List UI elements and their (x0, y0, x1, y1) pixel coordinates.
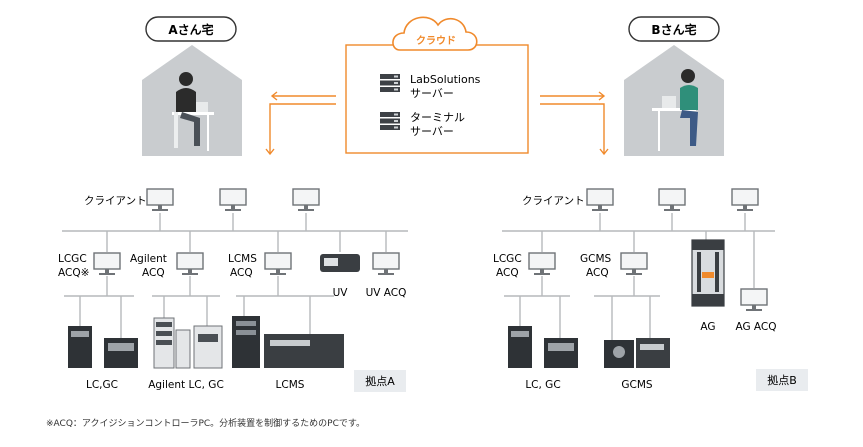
uv-label: UV (333, 287, 349, 299)
site-b-network (502, 213, 775, 340)
ag-label: AG (700, 321, 715, 333)
connection-arrows (265, 91, 609, 156)
site-b-acq-1-line2: ACQ (496, 267, 519, 279)
site-a-acq-3-line2: ACQ (230, 267, 253, 279)
person-b-icon (652, 69, 698, 151)
site-a-acq-1-monitor (93, 252, 121, 276)
site-b-instrument-label-2: GCMS (621, 379, 653, 391)
cloud-icon (392, 16, 478, 51)
cloud-label: クラウド (416, 35, 456, 47)
uv-acq-label: UV ACQ (366, 287, 407, 299)
site-b-badge-label: 拠点B (767, 374, 797, 387)
site-a-agilent-instrument-icon (153, 317, 223, 369)
ag-acq-label: AG ACQ (735, 321, 776, 333)
cloud-panel: クラウド LabSolutions サーバー ターミナル サーバー (345, 16, 529, 154)
home-a-title: Aさん宅 (168, 22, 213, 37)
site-a-acq-2-line2: ACQ (142, 267, 165, 279)
site-b-instrument-label-1: LC, GC (525, 379, 560, 391)
ag-acq-monitor (740, 288, 768, 312)
site-a-instrument-label-2: Agilent LC, GC (148, 379, 224, 391)
arrow-cloud-to-site-a (269, 103, 336, 154)
person-a-icon (172, 72, 214, 151)
site-a-lc-gc-instrument-icon (68, 326, 138, 368)
site-a-acq-3-line1: LCMS (228, 253, 257, 265)
home-b-title: Bさん宅 (651, 22, 696, 37)
site-a-network (62, 213, 408, 338)
site-a-instrument-label-1: LC,GC (86, 379, 118, 391)
uv-instrument-icon (320, 254, 360, 272)
site-a-instrument-label-3: LCMS (276, 379, 305, 391)
site-a-client-monitor-2 (219, 188, 247, 212)
terminal-server-icon (380, 112, 400, 130)
site-a-client-monitor-3 (292, 188, 320, 212)
home-b: Bさん宅 (624, 16, 724, 156)
site-b-acq-1-line1: LCGC (493, 253, 522, 265)
site-b-lc-gc-instrument-icon (508, 326, 578, 368)
home-b-title-pill (628, 16, 720, 42)
site-b-gcms-instrument-icon (604, 338, 670, 368)
site-b-client-label: クライアント (522, 195, 585, 207)
site-b-client-monitor-1 (586, 188, 614, 212)
site-b-client-monitor-2 (658, 188, 686, 212)
uv-acq-monitor (372, 252, 400, 276)
site-a-client-label: クライアント (84, 195, 147, 207)
site-b-acq-1-monitor (528, 252, 556, 276)
arrow-cloud-to-site-b (540, 103, 605, 154)
site-a-acq-2-monitor (176, 252, 204, 276)
site-b-badge (756, 369, 808, 391)
labsolutions-server-label-2: サーバー (410, 87, 454, 100)
site-a-lcms-instrument-icon (232, 316, 344, 368)
terminal-server-label-2: サーバー (410, 125, 454, 138)
terminal-server-label-1: ターミナル (410, 111, 465, 124)
site-a-badge (354, 370, 406, 392)
labsolutions-server-icon (380, 74, 400, 92)
site-b-acq-2-monitor (620, 252, 648, 276)
site-a-client-monitor-1 (146, 188, 174, 212)
site-a-badge-label: 拠点A (365, 375, 395, 388)
site-a-acq-2-line1: Agilent (130, 253, 167, 265)
site-b-acq-2-line2: ACQ (586, 267, 609, 279)
site-a-acq-3-monitor (264, 252, 292, 276)
labsolutions-server-label-1: LabSolutions (410, 73, 481, 86)
ag-instrument-icon (691, 239, 725, 307)
footnote: ※ACQ：アクイジションコントローラPC。分析装置を制御するためのPCです。 (46, 417, 365, 429)
site-b-client-monitor-3 (731, 188, 759, 212)
site-b-acq-2-line1: GCMS (580, 253, 612, 265)
site-a-acq-1-line2: ACQ※ (58, 267, 89, 279)
site-a-acq-1-line1: LCGC (58, 253, 87, 265)
home-a: Aさん宅 (142, 16, 242, 156)
home-a-title-pill (145, 16, 237, 42)
